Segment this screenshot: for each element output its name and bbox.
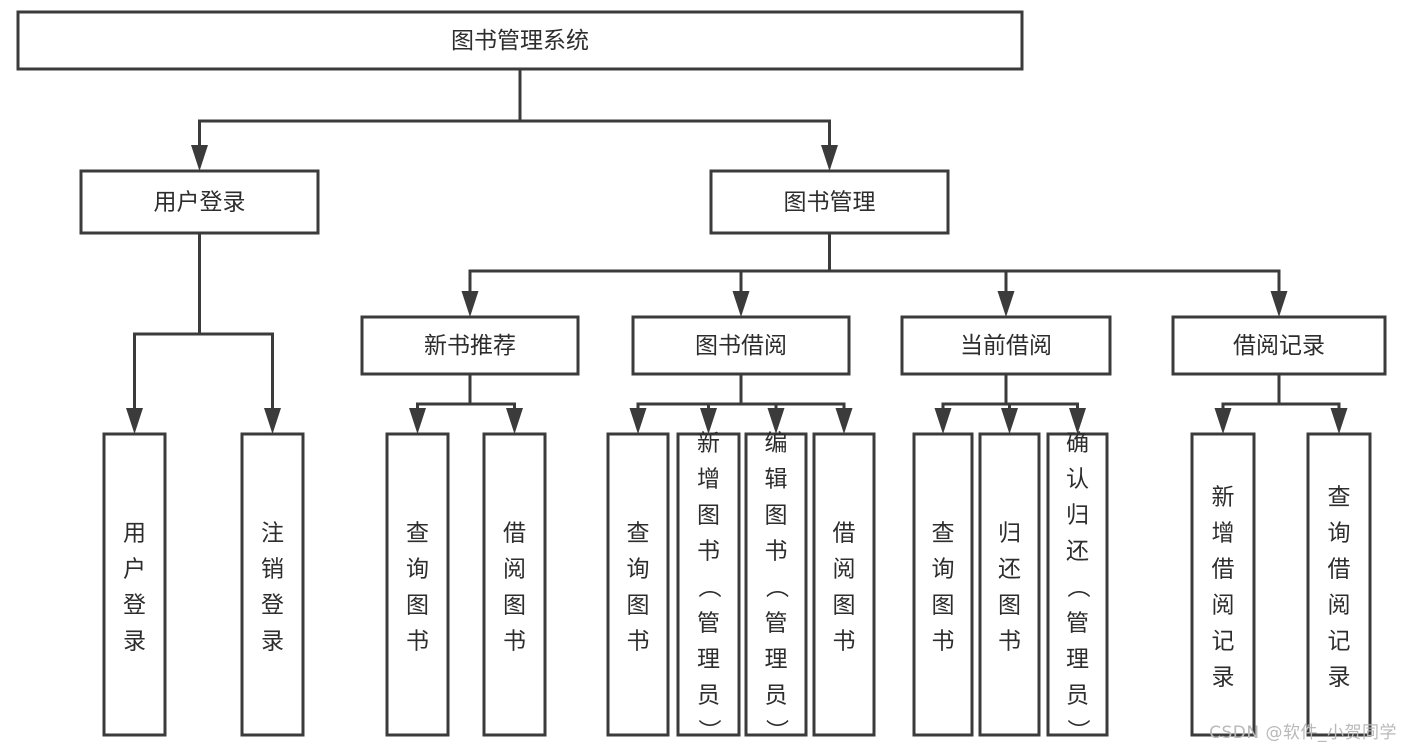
node-box[interactable] — [16, 10, 1024, 71]
arrow-head-icon — [835, 408, 853, 434]
node-layer: 图书管理系统用户登录图书管理新书推荐图书借阅当前借阅借阅记录用户登录注销登录查询… — [16, 10, 1387, 745]
arrow-head-icon — [732, 291, 750, 317]
node-label: 图书借阅 — [695, 333, 787, 359]
node-label: 查询图书 — [932, 521, 955, 655]
node-label: 新书推荐 — [424, 333, 516, 359]
arrow-head-icon — [409, 408, 426, 434]
node-box[interactable] — [1171, 315, 1387, 376]
flow-node[interactable]: 新增借阅记录 — [1190, 432, 1256, 737]
arrow-head-icon — [506, 408, 523, 434]
flow-node[interactable]: 图书借阅 — [631, 315, 851, 376]
arrow-head-icon — [126, 408, 143, 434]
node-box[interactable] — [482, 432, 547, 737]
node-label: 当前借阅 — [960, 333, 1052, 359]
connector-group — [629, 372, 853, 434]
arrow-head-icon — [1270, 291, 1288, 317]
node-box[interactable] — [812, 432, 876, 737]
flow-node[interactable]: 借阅图书 — [482, 432, 547, 737]
flow-node[interactable]: 编辑图书（管理员） — [744, 431, 808, 745]
node-box[interactable] — [978, 432, 1041, 737]
arrow-head-icon — [461, 291, 479, 317]
arrow-head-icon — [264, 408, 281, 434]
arrow-head-icon — [1330, 408, 1348, 434]
node-label: 用户登录 — [154, 190, 246, 216]
node-label: 用户登录 — [123, 521, 146, 655]
node-box[interactable] — [912, 432, 974, 737]
flow-node[interactable]: 新书推荐 — [360, 315, 580, 376]
flow-node[interactable]: 新增图书（管理员） — [676, 431, 741, 745]
flow-node[interactable]: 查询图书 — [606, 432, 670, 737]
node-box[interactable] — [240, 432, 305, 737]
connector-group — [126, 231, 281, 434]
connector-layer — [126, 67, 1348, 434]
arrow-head-icon — [1069, 408, 1086, 434]
node-label: 新增图书（管理员） — [697, 431, 722, 745]
flow-node[interactable]: 图书管理 — [709, 169, 950, 235]
node-box[interactable] — [900, 315, 1112, 376]
flow-node[interactable]: 用户登录 — [102, 432, 167, 737]
node-label: 借阅图书 — [503, 521, 526, 655]
node-box[interactable] — [385, 432, 450, 737]
arrow-head-icon — [191, 145, 208, 171]
node-box[interactable] — [79, 169, 320, 235]
node-box[interactable] — [744, 432, 808, 737]
flow-node[interactable]: 当前借阅 — [900, 315, 1112, 376]
connector-group — [409, 372, 523, 434]
node-label: 查询图书 — [406, 521, 429, 655]
node-box[interactable] — [709, 169, 950, 235]
node-label: 注销登录 — [261, 521, 284, 655]
node-label: 借阅图书 — [833, 521, 856, 655]
arrow-head-icon — [934, 408, 952, 434]
node-box[interactable] — [1306, 432, 1372, 737]
arrow-head-icon — [767, 408, 785, 434]
node-box[interactable] — [606, 432, 670, 737]
flow-node[interactable]: 图书管理系统 — [16, 10, 1024, 71]
connector-group — [1214, 372, 1348, 434]
node-label: 查询借阅记录 — [1328, 485, 1351, 691]
node-box[interactable] — [102, 432, 167, 737]
node-box[interactable] — [676, 432, 741, 737]
arrow-head-icon — [629, 408, 647, 434]
flow-node[interactable]: 查询借阅记录 — [1306, 432, 1372, 737]
flow-node[interactable]: 查询图书 — [385, 432, 450, 737]
node-box[interactable] — [1190, 432, 1256, 737]
flow-node[interactable]: 查询图书 — [912, 432, 974, 737]
node-label: 确认归还（管理员） — [1066, 431, 1091, 745]
arrow-head-icon — [997, 291, 1015, 317]
node-box[interactable] — [631, 315, 851, 376]
node-label: 图书管理系统 — [451, 28, 589, 54]
node-box[interactable] — [1046, 432, 1109, 737]
arrow-head-icon — [1001, 408, 1018, 434]
connector-group — [461, 231, 1288, 317]
connector-group — [934, 372, 1086, 434]
node-label: 借阅记录 — [1233, 333, 1325, 359]
flow-node[interactable]: 借阅记录 — [1171, 315, 1387, 376]
arrow-head-icon — [821, 145, 838, 171]
flow-node[interactable]: 注销登录 — [240, 432, 305, 737]
node-box[interactable] — [360, 315, 580, 376]
arrow-head-icon — [1214, 408, 1232, 434]
node-label: 编辑图书（管理员） — [765, 431, 790, 745]
node-label: 新增借阅记录 — [1212, 485, 1235, 691]
flow-node[interactable]: 归还图书 — [978, 432, 1041, 737]
connector-group — [191, 67, 838, 171]
node-label: 图书管理 — [784, 190, 876, 216]
flow-node[interactable]: 用户登录 — [79, 169, 320, 235]
node-label: 查询图书 — [627, 521, 650, 655]
arrow-head-icon — [700, 408, 717, 434]
node-label: 归还图书 — [998, 521, 1021, 655]
flow-node[interactable]: 确认归还（管理员） — [1046, 431, 1109, 745]
flow-node[interactable]: 借阅图书 — [812, 432, 876, 737]
